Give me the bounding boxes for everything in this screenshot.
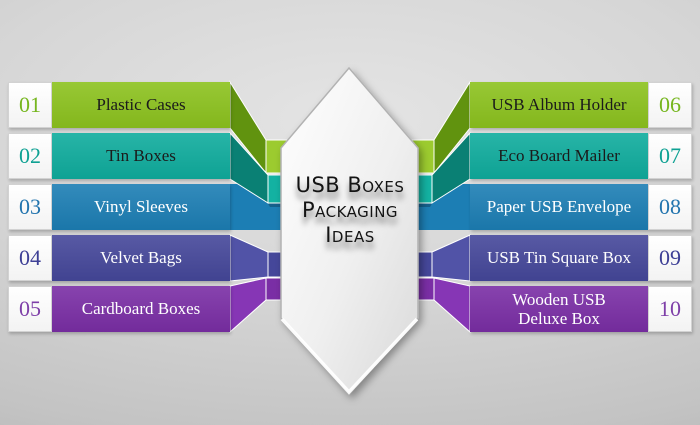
item-number: 04 [8, 235, 52, 281]
ribbon-indigo-fold [431, 234, 471, 282]
item-number: 02 [8, 133, 52, 179]
item-band: USB Tin Square Box [470, 235, 648, 281]
packaging-item-row: USB Album Holder 06 [470, 82, 692, 128]
item-number-text: 02 [19, 143, 41, 168]
item-number: 08 [648, 184, 692, 230]
packaging-item-row: Wooden USB Deluxe Box 10 [470, 286, 692, 332]
item-label: Vinyl Sleeves [94, 197, 188, 217]
item-band: Plastic Cases [52, 82, 230, 128]
item-number-text: 05 [19, 296, 41, 321]
item-number: 01 [8, 82, 52, 128]
item-label: USB Album Holder [491, 95, 627, 115]
item-label: Paper USB Envelope [486, 197, 632, 217]
item-number: 09 [648, 235, 692, 281]
item-number-text: 07 [659, 143, 681, 168]
item-band: Wooden USB Deluxe Box [470, 286, 648, 332]
packaging-item-row: 02 Tin Boxes [8, 133, 230, 179]
item-label: Eco Board Mailer [498, 146, 620, 166]
item-number: 03 [8, 184, 52, 230]
center-title-line2: Packaging [301, 198, 399, 222]
item-band: USB Album Holder [470, 82, 648, 128]
item-number: 06 [648, 82, 692, 128]
center-badge-title: USB Boxes Packaging Ideas [283, 173, 417, 248]
packaging-item-row: 03 Vinyl Sleeves [8, 184, 230, 230]
item-label: Plastic Cases [96, 95, 186, 115]
center-title-line1: USB Boxes [295, 173, 405, 197]
item-label: Tin Boxes [106, 146, 176, 166]
ribbon-purple-fold [433, 277, 471, 334]
packaging-item-row: Eco Board Mailer 07 [470, 133, 692, 179]
item-number-text: 09 [659, 245, 681, 270]
packaging-item-row: Paper USB Envelope 08 [470, 184, 692, 230]
item-number: 07 [648, 133, 692, 179]
ribbon-purple-fold [229, 277, 267, 334]
packaging-item-row: 04 Velvet Bags [8, 235, 230, 281]
item-number-text: 10 [659, 296, 681, 321]
item-label: USB Tin Square Box [486, 248, 632, 268]
center-badge-bottom-highlight [280, 317, 419, 395]
item-band: Paper USB Envelope [470, 184, 648, 230]
item-band: Tin Boxes [52, 133, 230, 179]
ribbon-indigo-fold [229, 234, 269, 282]
packaging-item-row: USB Tin Square Box 09 [470, 235, 692, 281]
item-number: 10 [648, 286, 692, 332]
packaging-item-row: 05 Cardboard Boxes [8, 286, 230, 332]
item-number-text: 04 [19, 245, 41, 270]
item-band: Vinyl Sleeves [52, 184, 230, 230]
item-label: Cardboard Boxes [81, 299, 201, 319]
item-number-text: 08 [659, 194, 681, 219]
item-label: Wooden USB Deluxe Box [512, 289, 606, 328]
item-band: Eco Board Mailer [470, 133, 648, 179]
item-band: Velvet Bags [52, 235, 230, 281]
center-badge [280, 66, 419, 396]
item-number-text: 03 [19, 194, 41, 219]
item-band: Cardboard Boxes [52, 286, 230, 332]
center-title-line3: Ideas [325, 223, 375, 247]
item-number-text: 06 [659, 92, 681, 117]
item-number-text: 01 [19, 92, 41, 117]
item-number: 05 [8, 286, 52, 332]
packaging-item-row: 01 Plastic Cases [8, 82, 230, 128]
item-label: Velvet Bags [100, 248, 182, 268]
